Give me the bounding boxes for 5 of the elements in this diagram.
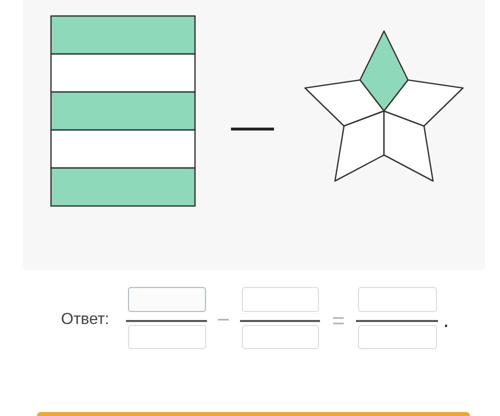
answer-label: Ответ:	[61, 310, 110, 330]
minus-sign: −	[217, 309, 230, 331]
minus-sign: —	[231, 120, 274, 132]
equals-sign: =	[332, 310, 345, 332]
period: .	[443, 309, 450, 331]
